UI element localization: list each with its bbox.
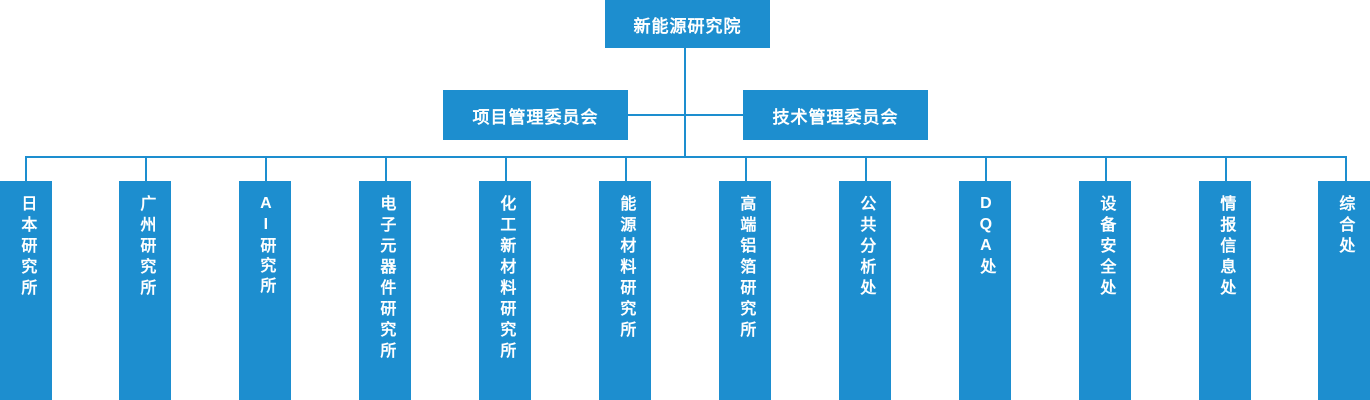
connector-drop-2: [145, 156, 147, 181]
connector-drop-5: [505, 156, 507, 181]
connector-drop-11: [1225, 156, 1227, 181]
connector-drop-6: [625, 156, 627, 181]
connector-committee-bar: [628, 114, 743, 116]
connector-drop-10: [1105, 156, 1107, 181]
node-committee-technology-label: 技术管理委员会: [772, 107, 899, 127]
node-department-general-affairs-office[interactable]: 综合处: [1318, 181, 1370, 400]
node-department-chemical-new-materials-institute[interactable]: 化工新材料研究所: [479, 181, 531, 400]
node-department-guangzhou-institute[interactable]: 广州研究所: [119, 181, 171, 400]
connector-drop-1: [25, 156, 27, 181]
node-department-ai-institute-label: AI研究所: [257, 195, 275, 297]
connector-drop-4: [385, 156, 387, 181]
connector-drop-9: [985, 156, 987, 181]
node-department-dqa-office-label: DQA处: [977, 195, 995, 278]
connector-drop-7: [745, 156, 747, 181]
node-department-ai-institute[interactable]: AI研究所: [239, 181, 291, 400]
node-department-public-analysis-office-label: 公共分析处: [857, 195, 875, 300]
node-root-label: 新能源研究院: [633, 16, 742, 36]
node-department-high-end-aluminum-foil-institute[interactable]: 高端铝箔研究所: [719, 181, 771, 400]
connector-drop-3: [265, 156, 267, 181]
node-department-japan-institute-label: 日本研究所: [18, 195, 36, 300]
node-committee-technology[interactable]: 技术管理委员会: [743, 90, 928, 140]
connector-drop-12: [1345, 156, 1347, 181]
node-department-high-end-aluminum-foil-institute-label: 高端铝箔研究所: [737, 195, 755, 342]
node-root[interactable]: 新能源研究院: [605, 0, 770, 48]
node-department-electronic-components-institute-label: 电子元器件研究所: [377, 195, 395, 363]
node-department-japan-institute[interactable]: 日本研究所: [0, 181, 52, 400]
node-department-intelligence-information-office[interactable]: 情报信息处: [1199, 181, 1251, 400]
node-committee-project[interactable]: 项目管理委员会: [443, 90, 628, 140]
node-department-energy-materials-institute[interactable]: 能源材料研究所: [599, 181, 651, 400]
node-department-public-analysis-office[interactable]: 公共分析处: [839, 181, 891, 400]
node-department-energy-materials-institute-label: 能源材料研究所: [617, 195, 635, 342]
connector-drop-8: [865, 156, 867, 181]
node-department-chemical-new-materials-institute-label: 化工新材料研究所: [497, 195, 515, 363]
connector-department-bus: [25, 156, 1345, 158]
node-department-electronic-components-institute[interactable]: 电子元器件研究所: [359, 181, 411, 400]
node-department-equipment-safety-office-label: 设备安全处: [1097, 195, 1115, 300]
node-department-equipment-safety-office[interactable]: 设备安全处: [1079, 181, 1131, 400]
node-department-guangzhou-institute-label: 广州研究所: [137, 195, 155, 300]
node-department-intelligence-information-office-label: 情报信息处: [1217, 195, 1235, 300]
connector-root-stem: [684, 48, 686, 157]
node-committee-project-label: 项目管理委员会: [472, 107, 599, 127]
node-department-dqa-office[interactable]: DQA处: [959, 181, 1011, 400]
node-department-general-affairs-office-label: 综合处: [1336, 195, 1354, 258]
